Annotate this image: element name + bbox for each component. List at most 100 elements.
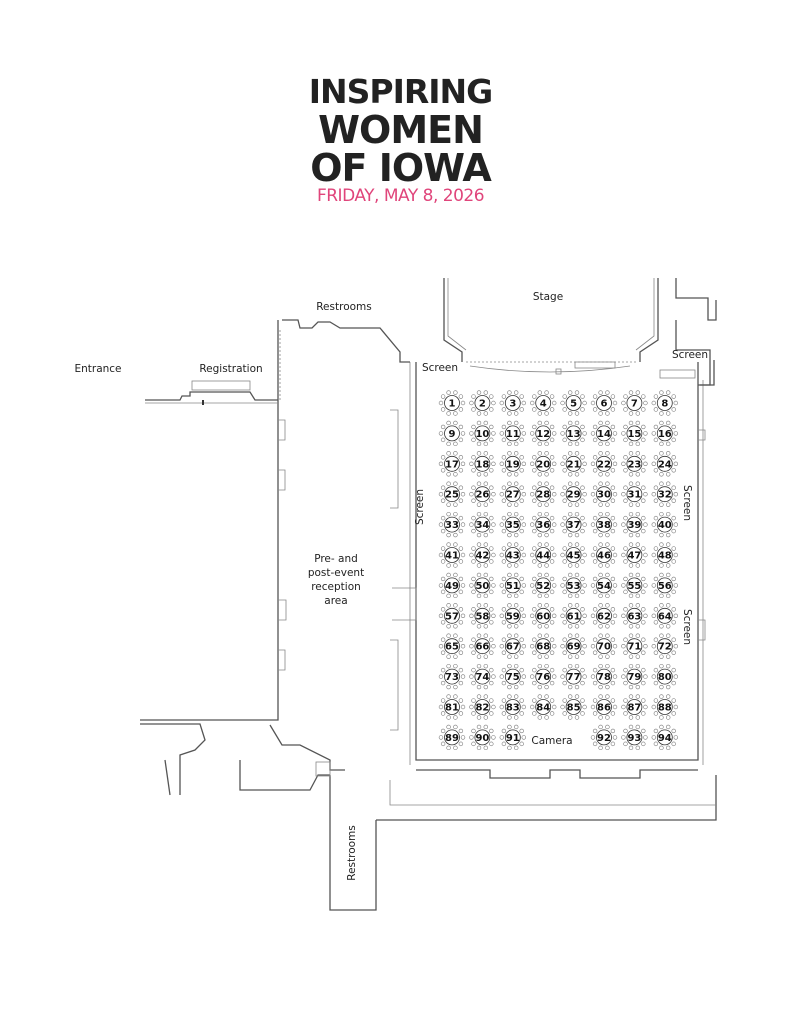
chair-icon [592, 728, 598, 734]
chair-icon [621, 583, 626, 588]
chair-icon [665, 542, 671, 547]
chair-icon [537, 684, 542, 690]
chair-icon [643, 704, 648, 710]
chair-icon [446, 624, 451, 629]
chair-icon [628, 715, 634, 720]
chair-icon [653, 711, 659, 716]
chair-icon [610, 424, 616, 430]
chair-icon [549, 437, 555, 443]
chair-icon [628, 511, 634, 517]
chair-icon [549, 650, 555, 655]
stage-label: Stage [533, 291, 563, 303]
chair-icon [513, 563, 519, 568]
chair-icon [458, 741, 464, 747]
chair-icon [513, 663, 519, 669]
chair-icon [567, 411, 573, 416]
chair-icon [453, 745, 458, 751]
table-2: 2 [469, 390, 496, 416]
chair-icon [590, 522, 596, 527]
table-22: 22 [590, 451, 618, 477]
chair-icon [469, 735, 474, 740]
table-31: 31 [621, 481, 648, 507]
chair-icon [659, 451, 664, 456]
chair-icon [623, 650, 628, 655]
round-table-icon [444, 607, 460, 624]
table-45: 45 [560, 542, 587, 568]
table-number: 6 [601, 399, 608, 410]
chair-icon [491, 492, 496, 497]
chair-icon [537, 593, 542, 599]
chair-icon [598, 572, 603, 578]
chair-icon [471, 498, 476, 503]
round-table-icon [504, 395, 521, 411]
chair-icon [665, 451, 671, 456]
chair-icon [458, 559, 464, 564]
chair-icon [549, 698, 555, 703]
chair-icon [438, 674, 444, 679]
table-10: 10 [469, 420, 496, 447]
table-71: 71 [621, 633, 648, 659]
table-52: 52 [529, 572, 557, 599]
chair-icon [483, 420, 488, 426]
chair-icon [537, 451, 542, 456]
table-90: 90 [469, 724, 496, 751]
chair-icon [671, 607, 676, 612]
chair-icon [560, 613, 565, 618]
chair-icon [592, 576, 598, 582]
chair-icon [628, 420, 634, 426]
chair-icon [521, 431, 526, 436]
table-number: 81 [445, 703, 459, 714]
chair-icon [623, 698, 628, 703]
chair-icon [532, 680, 537, 686]
round-table-icon [474, 638, 491, 655]
table-13: 13 [560, 420, 587, 447]
table-number: 10 [475, 429, 489, 440]
chair-icon [612, 674, 618, 679]
chair-icon [438, 522, 444, 527]
chair-icon [592, 407, 598, 412]
chair-icon [605, 502, 610, 507]
table-40: 40 [651, 511, 678, 538]
chair-icon [653, 455, 659, 460]
chair-icon [489, 650, 494, 655]
chair-icon [653, 528, 659, 534]
chair-icon [659, 511, 664, 517]
reception-label-line-1: Pre- and [314, 553, 358, 565]
table-number: 74 [475, 672, 489, 683]
round-table-icon [656, 395, 673, 411]
table-number: 52 [536, 581, 550, 592]
chair-icon [659, 411, 664, 416]
chair-icon [673, 613, 678, 618]
chair-icon [537, 441, 542, 447]
chair-icon [562, 485, 567, 490]
chair-icon [592, 515, 598, 521]
chair-icon [453, 511, 458, 517]
chair-icon [562, 468, 567, 473]
chair-icon [476, 411, 482, 416]
chair-icon [605, 624, 610, 629]
table-number: 87 [627, 703, 641, 714]
chair-icon [519, 546, 524, 551]
chair-icon [590, 643, 596, 649]
table-number: 4 [540, 399, 547, 410]
table-number: 83 [506, 703, 520, 714]
chair-icon [590, 461, 596, 466]
table-36: 36 [529, 511, 557, 538]
round-table-icon [474, 607, 491, 624]
chair-icon [574, 451, 580, 456]
chair-icon [671, 407, 676, 412]
screen-top-right-label: Screen [672, 349, 708, 361]
chair-icon [623, 437, 628, 443]
table-63: 63 [621, 603, 648, 629]
chair-icon [489, 468, 494, 473]
chair-icon [610, 589, 616, 595]
chair-icon [446, 451, 451, 456]
chair-icon [532, 515, 537, 521]
chair-icon [501, 437, 507, 443]
chair-icon [458, 576, 464, 582]
chair-icon [532, 711, 537, 716]
chair-icon [507, 654, 512, 659]
chair-icon [628, 472, 634, 477]
chair-icon [641, 498, 646, 503]
chair-icon [521, 735, 526, 740]
